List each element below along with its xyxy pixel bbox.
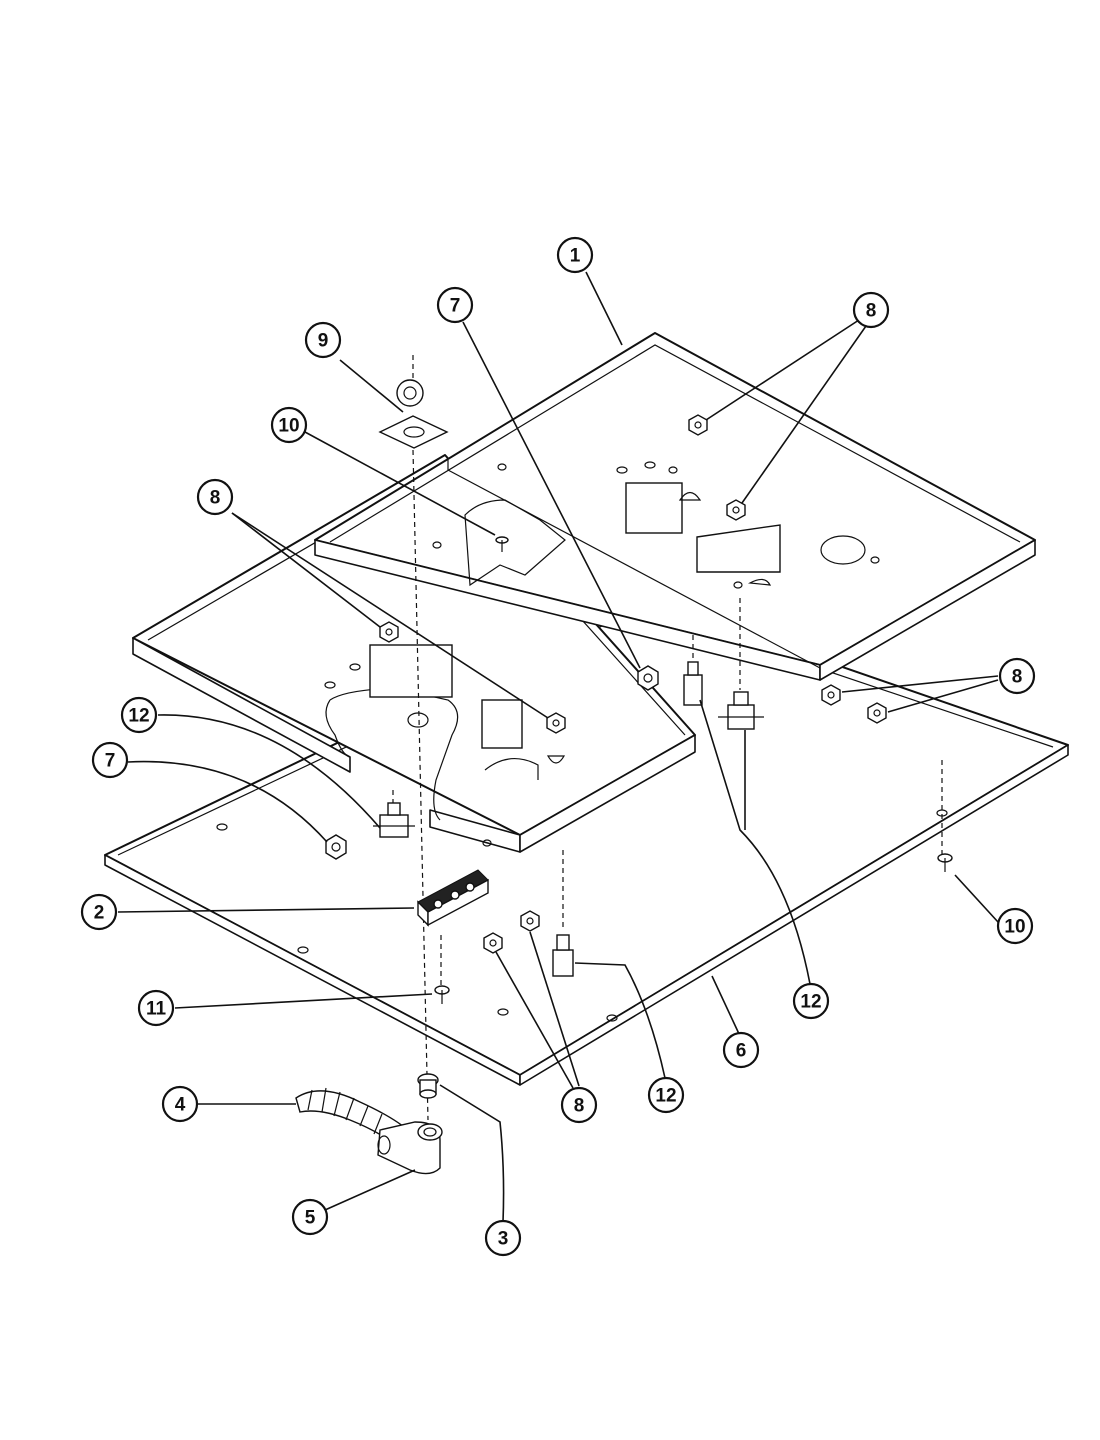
callout-9: 9 [304,321,342,359]
callout-6: 6 [722,1031,760,1069]
callout-4: 4 [161,1085,199,1123]
screw-top [495,536,509,552]
callout-8-right: 8 [998,657,1036,695]
svg-text:6: 6 [736,1041,747,1062]
svg-text:3: 3 [498,1229,509,1250]
callout-8-top-right: 8 [852,291,890,329]
switch-left [373,790,415,838]
svg-text:12: 12 [128,706,149,727]
callout-12-left: 12 [120,696,158,734]
svg-text:8: 8 [210,488,221,509]
svg-text:11: 11 [146,999,167,1020]
svg-text:4: 4 [175,1095,186,1116]
switch-middle [683,635,703,706]
callout-7-left: 7 [91,741,129,779]
callout-11: 11 [137,989,175,1027]
callouts: 1 7 8 9 10 8 12 7 8 2 10 11 12 6 12 [80,236,1036,1257]
callout-10-right: 10 [996,907,1034,945]
callout-7-top: 7 [436,286,474,324]
callout-5: 5 [291,1198,329,1236]
callout-1: 1 [556,236,594,274]
svg-text:7: 7 [105,751,116,772]
switch-bottom [552,850,574,977]
clip-plate [378,355,449,449]
svg-text:9: 9 [318,331,329,352]
screw-right [937,760,953,872]
svg-text:8: 8 [866,301,877,322]
svg-text:5: 5 [305,1208,316,1229]
nut-group-bottom [483,684,887,954]
switch-right [718,598,764,730]
screw-bottom [434,935,450,1004]
callout-10-top: 10 [270,406,308,444]
svg-text:12: 12 [655,1086,676,1107]
callout-3: 3 [484,1219,522,1257]
callout-2: 2 [80,893,118,931]
base-panel [104,596,1069,1086]
svg-text:12: 12 [800,992,821,1013]
svg-text:7: 7 [450,296,461,317]
callout-8-left: 8 [196,478,234,516]
callout-12-right: 12 [792,982,830,1020]
nut-7 [325,665,659,860]
nut-group-middle [379,621,566,734]
top-panel [314,332,1036,681]
leader-lines [117,271,999,1223]
svg-text:10: 10 [1004,917,1025,938]
callout-8-bottom: 8 [560,1086,598,1124]
callout-12-bottom: 12 [647,1076,685,1114]
hose-assembly [295,1087,443,1175]
svg-text:8: 8 [1012,667,1023,688]
svg-text:2: 2 [94,903,105,924]
svg-text:1: 1 [570,246,581,267]
svg-text:10: 10 [278,416,299,437]
assembly-axis [412,449,429,1121]
nut-group-top [688,414,746,521]
grommet [417,1073,439,1099]
svg-text:8: 8 [574,1096,585,1117]
terminal-block [417,869,489,927]
